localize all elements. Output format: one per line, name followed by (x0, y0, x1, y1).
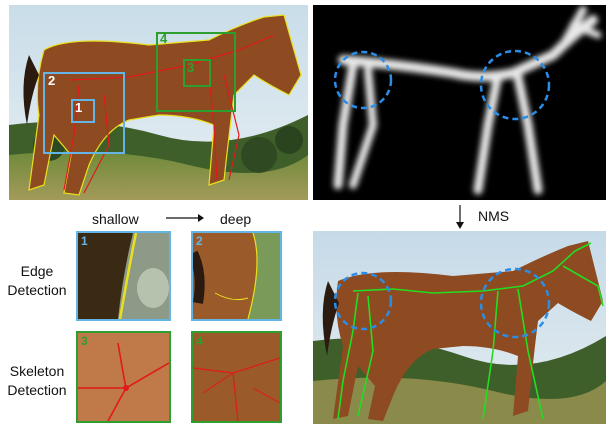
crop-3-number: 3 (81, 334, 88, 348)
down-arrow-icon (454, 205, 466, 229)
crop-1-number: 1 (81, 234, 88, 248)
crop-2-edge-deep: 2 (191, 231, 282, 321)
shallow-label: shallow (92, 210, 139, 229)
crop-3-skeleton-shallow: 3 (76, 331, 171, 423)
crop-1-edge-shallow: 1 (76, 231, 171, 321)
box-2-number: 2 (48, 73, 55, 88)
deep-label: deep (220, 210, 251, 229)
right-arrow-icon (164, 210, 204, 226)
crop-2-number: 2 (196, 234, 203, 248)
box-4-number: 4 (160, 31, 167, 46)
box-1-number: 1 (75, 100, 82, 115)
crop-4-number: 4 (196, 334, 203, 348)
skeleton-response-map (313, 5, 606, 200)
horse-annotated-image: 2 1 4 3 (9, 5, 308, 200)
box-3-number: 3 (187, 60, 194, 75)
nms-result-image (313, 231, 606, 424)
edge-detection-label: Edge Detection (6, 262, 68, 300)
skeleton-detection-label: Skeleton Detection (4, 362, 70, 400)
nms-label: NMS (478, 207, 509, 226)
crop-4-skeleton-deep: 4 (191, 331, 282, 423)
